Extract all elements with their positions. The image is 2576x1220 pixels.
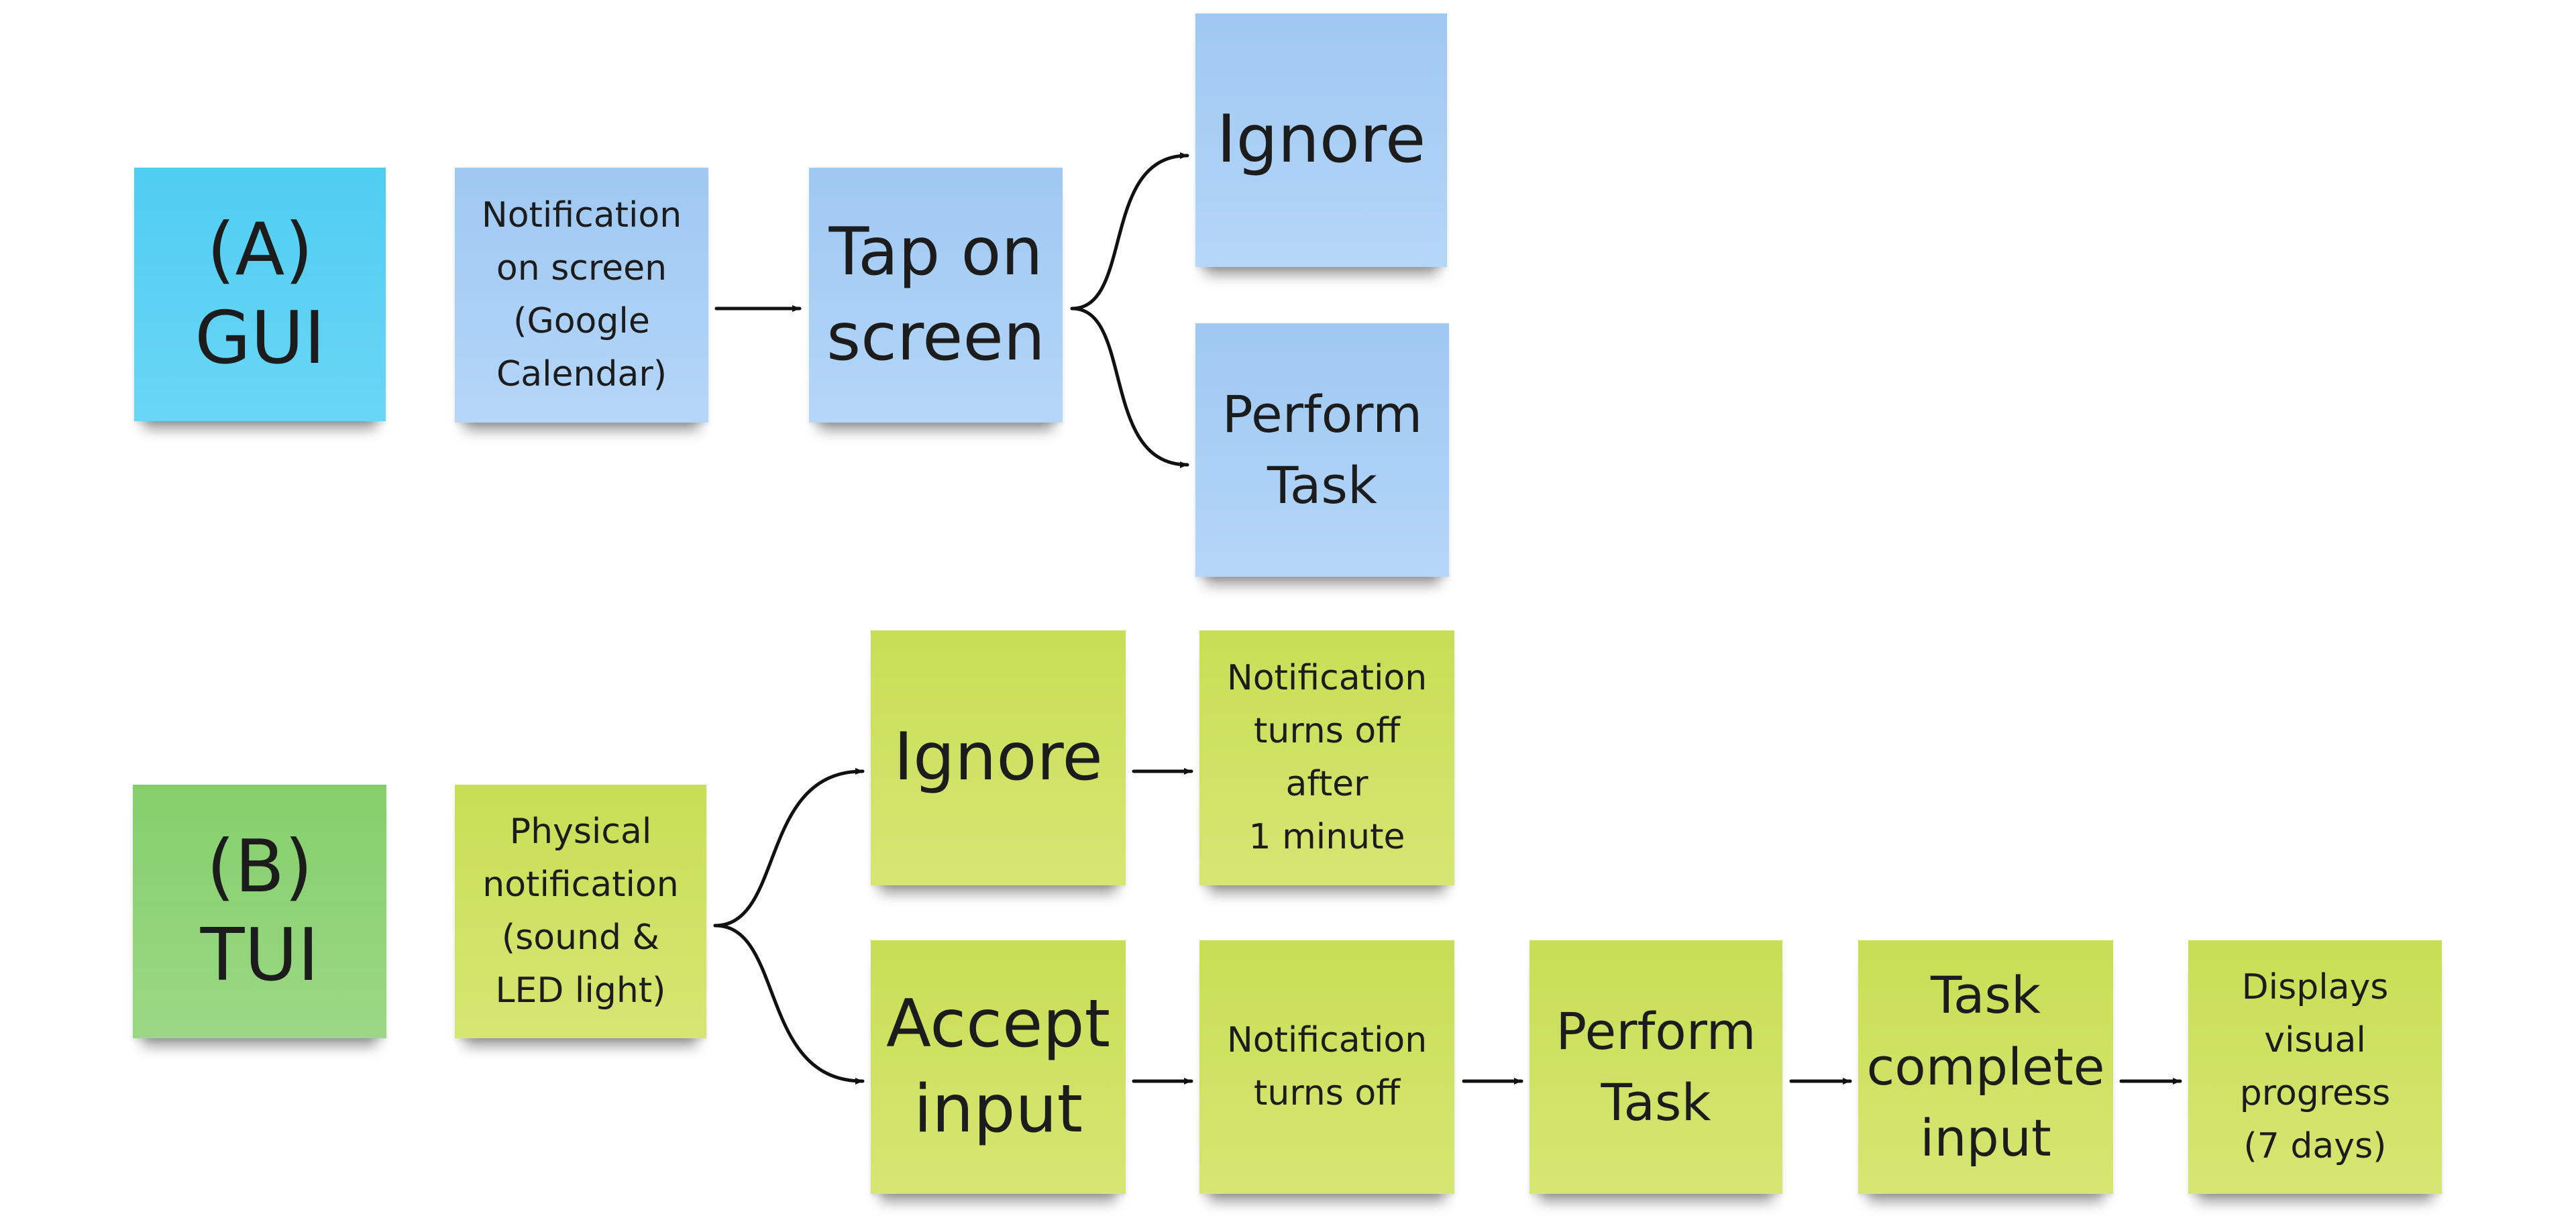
gui-label-note: (A) GUI bbox=[134, 168, 386, 421]
arrow-gui-action-to-perform bbox=[1070, 307, 1189, 468]
gui-outcome-ignore-text: Ignore bbox=[1216, 101, 1426, 178]
gui-outcome-ignore-note: Ignore bbox=[1195, 13, 1447, 267]
gui-outcome-perform-note: Perform Task bbox=[1195, 323, 1449, 577]
tui-accept-note: Accept input bbox=[871, 940, 1126, 1194]
tui-label-note: (B) TUI bbox=[133, 785, 386, 1038]
tui-trigger-note: Physical notification (sound & LED light… bbox=[455, 785, 706, 1038]
gui-trigger-note: Notification on screen (Google Calendar) bbox=[455, 168, 708, 423]
gui-outcome-perform-text: Perform Task bbox=[1222, 384, 1423, 515]
tui-complete-note: Task complete input bbox=[1858, 940, 2113, 1194]
tui-perform-note: Perform Task bbox=[1529, 940, 1782, 1194]
tui-accept-result-note: Notification turns off bbox=[1199, 940, 1454, 1194]
tui-trigger-text: Physical notification (sound & LED light… bbox=[482, 811, 679, 1011]
gui-trigger-text: Notification on screen (Google Calendar) bbox=[481, 195, 682, 395]
tui-label-text: (B) TUI bbox=[200, 825, 319, 997]
tui-ignore-result-note: Notification turns off after 1 minute bbox=[1199, 630, 1454, 885]
arrow-tui-trigger-to-accept bbox=[713, 924, 865, 1085]
tui-accept-result-text: Notification turns off bbox=[1226, 1019, 1428, 1113]
tui-perform-text: Perform Task bbox=[1556, 1001, 1756, 1132]
gui-action-text: Tap on screen bbox=[826, 213, 1045, 376]
tui-complete-text: Task complete input bbox=[1866, 965, 2105, 1168]
gui-action-note: Tap on screen bbox=[809, 168, 1063, 423]
tui-accept-text: Accept input bbox=[885, 985, 1110, 1148]
tui-ignore-note: Ignore bbox=[871, 630, 1126, 885]
tui-ignore-result-text: Notification turns off after 1 minute bbox=[1226, 657, 1428, 858]
tui-ignore-text: Ignore bbox=[894, 719, 1103, 796]
arrow-gui-action-to-ignore bbox=[1070, 152, 1189, 311]
tui-progress-note: Displays visual progress (7 days) bbox=[2188, 940, 2442, 1194]
tui-progress-text: Displays visual progress (7 days) bbox=[2239, 966, 2391, 1167]
gui-label-text: (A) GUI bbox=[195, 208, 325, 380]
arrow-tui-trigger-to-ignore bbox=[713, 768, 865, 928]
